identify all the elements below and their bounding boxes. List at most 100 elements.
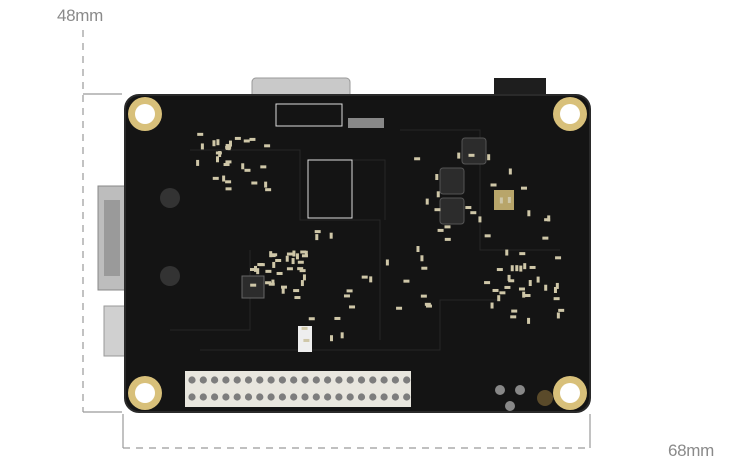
smd-component — [212, 176, 219, 180]
gpio-pin — [188, 393, 196, 401]
smd-component — [276, 271, 283, 275]
smd-component — [243, 139, 250, 143]
gpio-pin — [380, 393, 388, 401]
smd-component — [436, 191, 440, 198]
gpio-pin — [369, 376, 377, 384]
smd-component — [490, 302, 494, 309]
smd-component — [250, 268, 257, 272]
smd-component — [225, 145, 232, 149]
connector — [348, 118, 384, 128]
smd-component — [508, 279, 515, 283]
smd-component — [200, 143, 204, 150]
gpio-pin — [301, 393, 309, 401]
smd-component — [340, 332, 344, 339]
smd-component — [520, 186, 527, 190]
smd-component — [496, 268, 503, 272]
gpio-pin — [233, 376, 241, 384]
gpio-pin — [244, 393, 253, 401]
smd-component — [499, 197, 503, 204]
gpio-pin — [290, 376, 298, 384]
smd-component — [484, 234, 491, 238]
smd-component — [497, 295, 501, 302]
smd-components — [196, 132, 565, 342]
smd-component — [256, 268, 260, 275]
smd-component — [265, 281, 272, 285]
smd-component — [225, 160, 232, 164]
smd-component — [369, 276, 373, 283]
smd-component — [490, 183, 497, 187]
smd-component — [524, 294, 531, 298]
smd-component — [510, 265, 514, 272]
smd-component — [529, 265, 536, 269]
gpio-pin — [391, 393, 399, 401]
smd-component — [265, 188, 272, 192]
smd-component — [553, 297, 560, 301]
smd-component — [425, 198, 429, 205]
gpio-pin — [357, 393, 366, 401]
gpio-pin — [256, 376, 264, 384]
smd-component — [225, 187, 232, 191]
dimension-lines — [82, 30, 591, 449]
smd-component — [269, 251, 273, 258]
smd-component — [302, 274, 306, 281]
inductor — [461, 137, 487, 165]
smd-component — [444, 237, 451, 241]
smd-component — [505, 249, 509, 256]
through-hole — [537, 390, 553, 406]
smd-component — [272, 261, 276, 268]
gpio-pin — [199, 376, 207, 384]
gpio-header — [185, 371, 411, 407]
gpio-pin — [199, 393, 207, 401]
smd-component — [558, 308, 565, 312]
smd-component — [484, 281, 491, 285]
smd-component — [421, 266, 428, 270]
smd-component — [303, 338, 310, 342]
inductor — [439, 197, 465, 225]
through-hole — [160, 266, 180, 286]
gpio-pin — [403, 393, 411, 401]
smd-component — [294, 296, 301, 300]
power-jack — [494, 78, 546, 98]
smd-component — [300, 250, 307, 254]
smd-component — [285, 255, 289, 262]
smd-component — [508, 168, 512, 175]
smd-component — [523, 263, 527, 270]
smd-component — [361, 275, 368, 279]
smd-component — [225, 180, 232, 184]
smd-component — [457, 152, 461, 159]
smd-component — [244, 168, 251, 172]
smd-component — [286, 252, 293, 256]
inductor — [439, 167, 465, 195]
mounting-holes — [128, 97, 587, 410]
smd-component — [544, 284, 548, 291]
smd-component — [499, 291, 506, 295]
smd-component — [470, 211, 477, 215]
smd-component — [420, 294, 427, 298]
smd-component — [295, 253, 299, 260]
smd-component — [435, 174, 439, 181]
smd-component — [234, 136, 241, 140]
smd-component — [527, 317, 531, 324]
smd-component — [281, 287, 285, 294]
smd-component — [396, 306, 403, 310]
gpio-pin — [346, 376, 354, 384]
smd-component — [216, 139, 220, 146]
smd-component — [258, 263, 265, 267]
smd-component — [280, 285, 287, 289]
height-dimension-label: 48mm — [57, 6, 104, 25]
smd-component — [315, 234, 319, 241]
smd-component — [271, 279, 275, 286]
gpio-pin — [256, 393, 264, 401]
smd-component — [346, 289, 353, 293]
smd-component — [301, 326, 308, 330]
gpio-pin — [267, 393, 275, 401]
gpio-pin — [211, 393, 219, 401]
smd-component — [414, 157, 421, 161]
smd-component — [544, 218, 551, 222]
smd-component — [293, 289, 300, 293]
smd-component — [260, 165, 267, 169]
smd-component — [215, 156, 219, 163]
smd-component — [424, 302, 431, 306]
gpio-pin — [278, 393, 286, 401]
through-hole — [495, 385, 505, 395]
